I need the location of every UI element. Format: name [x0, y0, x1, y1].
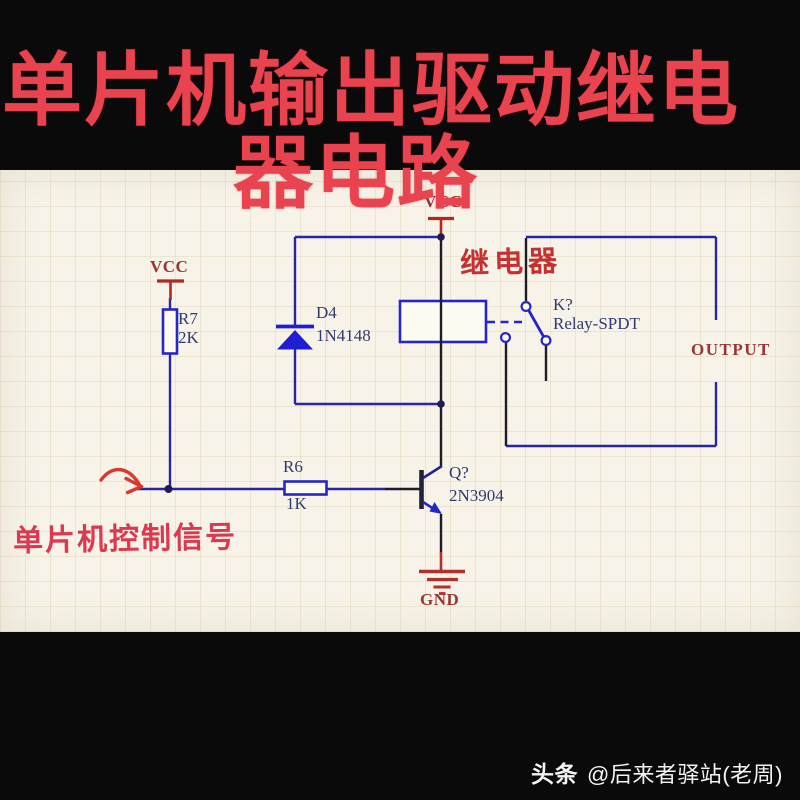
d4-value: 1N4148: [316, 326, 371, 345]
watermark: 头条 @后来者驿站(老周): [531, 755, 783, 789]
transistor-refdes: Q?: [449, 463, 469, 482]
vcc-left-label: VCC: [150, 257, 189, 276]
watermark-brand: 头条: [531, 761, 578, 787]
r6-value: 1K: [286, 494, 307, 513]
watermark-handle: @后来者驿站(老周): [587, 762, 783, 787]
relay-annotation: 继电器: [459, 245, 563, 281]
gnd-label: GND: [420, 590, 460, 609]
top-black-banner: [0, 0, 800, 170]
control-signal-annotation: 单片机控制信号: [12, 521, 238, 558]
output-port-label: OUTPUT: [691, 340, 771, 359]
relay-refdes: K?: [553, 295, 573, 314]
transistor-value: 2N3904: [449, 486, 504, 505]
bottom-black-banner: [0, 632, 800, 800]
r7-value: 2K: [178, 328, 199, 347]
r6-refdes: R6: [283, 457, 303, 476]
page-title-line2: 器电路: [233, 129, 479, 218]
vcc-top-label: VCC: [424, 192, 463, 211]
schematic-background-grid: [0, 170, 800, 632]
r7-refdes: R7: [178, 309, 198, 328]
relay-value: Relay-SPDT: [553, 314, 640, 333]
d4-refdes: D4: [316, 303, 337, 322]
page-title-line1: 单片机输出驱动继电: [2, 46, 740, 135]
